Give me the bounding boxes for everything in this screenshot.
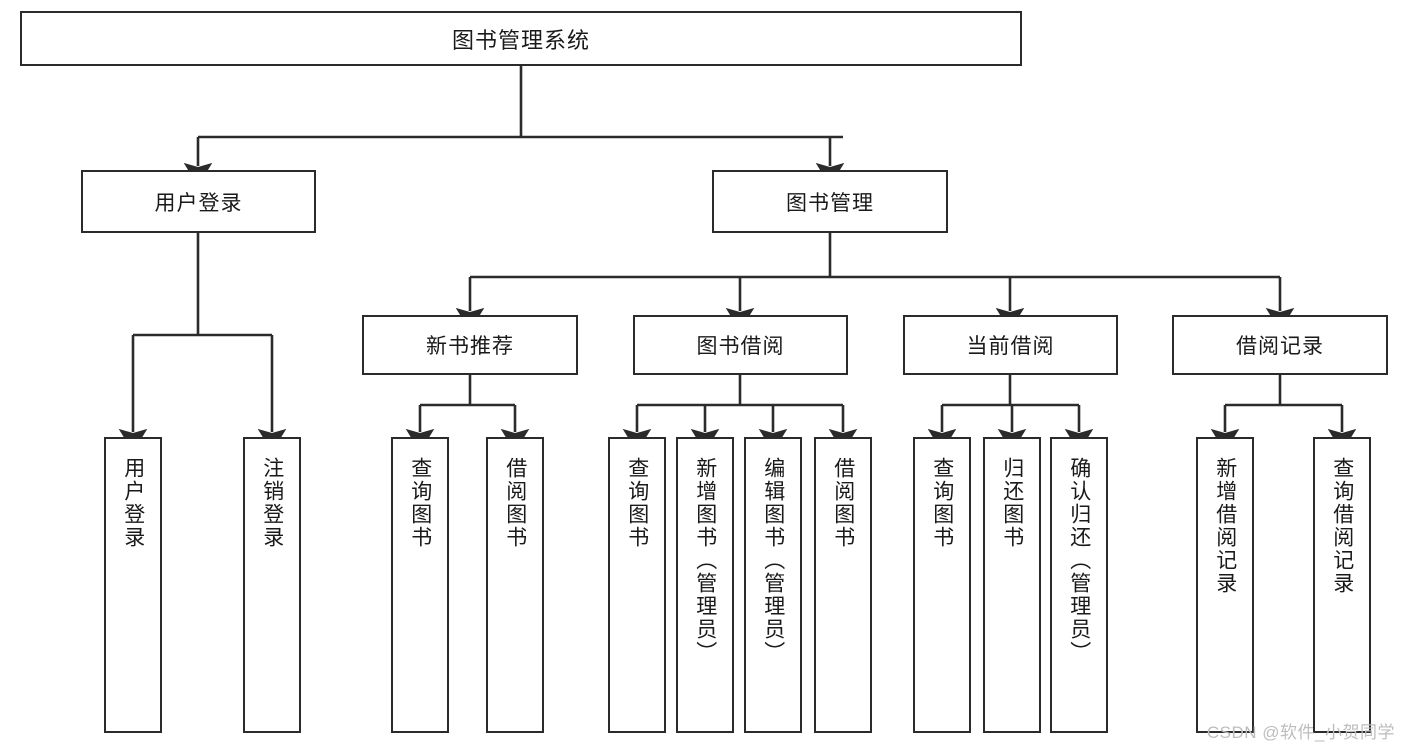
node-book-management[interactable]: 图书管理	[712, 170, 948, 233]
node-label: 查询图书	[625, 457, 649, 549]
node-label: 编辑图书（管理员）	[761, 457, 785, 664]
node-label: 图书借阅	[696, 335, 785, 358]
node-label: 借阅记录	[1236, 335, 1324, 358]
node-label: 用户登录	[154, 191, 243, 215]
leaf-borrow-query-book[interactable]: 查询图书	[608, 437, 666, 733]
node-current-borrow[interactable]: 当前借阅	[903, 315, 1118, 375]
node-label: 新增借阅记录	[1213, 457, 1237, 595]
node-borrow-records[interactable]: 借阅记录	[1172, 315, 1388, 375]
leaf-records-add-record[interactable]: 新增借阅记录	[1196, 437, 1254, 733]
node-label: 图书管理系统	[451, 27, 590, 53]
leaf-user-login-login[interactable]: 用户登录	[104, 437, 162, 733]
node-label: 查询借阅记录	[1330, 457, 1354, 595]
leaf-current-return-book[interactable]: 归还图书	[983, 437, 1041, 733]
leaf-user-login-logout[interactable]: 注销登录	[243, 437, 301, 733]
leaf-new-book-query[interactable]: 查询图书	[391, 437, 449, 733]
leaf-new-book-borrow[interactable]: 借阅图书	[486, 437, 544, 733]
leaf-current-confirm-return[interactable]: 确认归还（管理员）	[1050, 437, 1108, 733]
leaf-records-query-record[interactable]: 查询借阅记录	[1313, 437, 1371, 733]
node-new-book-recommend[interactable]: 新书推荐	[362, 315, 578, 375]
node-label: 归还图书	[1000, 457, 1024, 549]
leaf-current-query-book[interactable]: 查询图书	[913, 437, 971, 733]
node-label: 借阅图书	[503, 457, 527, 549]
node-label: 用户登录	[121, 457, 145, 549]
leaf-borrow-borrow-book[interactable]: 借阅图书	[814, 437, 872, 733]
node-label: 确认归还（管理员）	[1067, 457, 1091, 664]
leaf-borrow-add-book[interactable]: 新增图书（管理员）	[676, 437, 734, 733]
node-root-system[interactable]: 图书管理系统	[20, 11, 1022, 66]
node-label: 注销登录	[260, 457, 284, 549]
node-label: 查询图书	[930, 457, 954, 549]
node-book-borrow[interactable]: 图书借阅	[633, 315, 848, 375]
leaf-borrow-edit-book[interactable]: 编辑图书（管理员）	[744, 437, 802, 733]
node-label: 借阅图书	[831, 457, 855, 549]
node-label: 新增图书（管理员）	[693, 457, 717, 664]
csdn-watermark: CSDN @软件_小贺同学	[1206, 723, 1395, 742]
node-label: 当前借阅	[966, 335, 1055, 358]
node-label: 新书推荐	[426, 335, 514, 358]
node-label: 查询图书	[408, 457, 432, 549]
node-user-login[interactable]: 用户登录	[81, 170, 316, 233]
node-label: 图书管理	[786, 191, 874, 215]
